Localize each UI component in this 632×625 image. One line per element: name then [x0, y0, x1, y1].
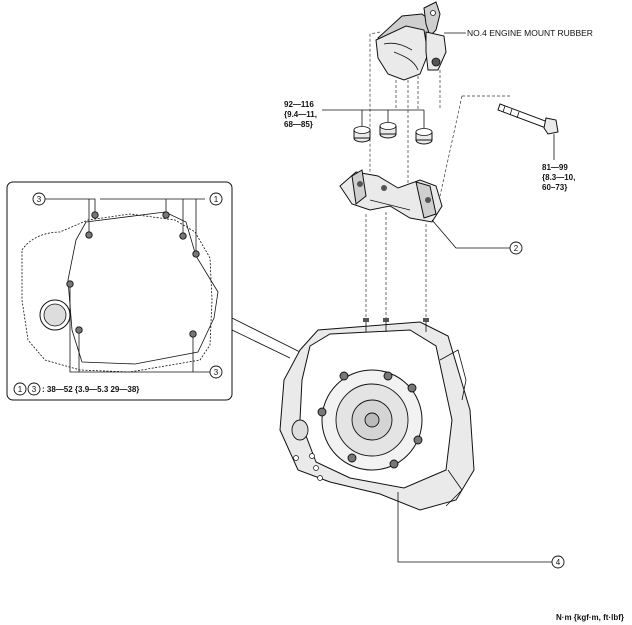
- svg-text:: 38—52 {3.9—5.3 29—38}: : 38—52 {3.9—5.3 29—38}: [42, 385, 139, 394]
- nut-1: [353, 126, 371, 143]
- svg-text:1: 1: [18, 385, 23, 394]
- callout-3-inset-top: 3: [32, 192, 46, 206]
- label-torque-bolt-2: {8.3—10,: [542, 173, 575, 182]
- engine-mount-rubber: [375, 1, 447, 81]
- inset-mating-surface: [67, 211, 219, 365]
- inset-housing-outline: [21, 213, 213, 373]
- svg-text:3: 3: [32, 385, 37, 394]
- mount-nuts: [353, 122, 433, 145]
- transaxle-assembly: [279, 318, 475, 511]
- label-torque-bolt-1: 81—99: [542, 163, 568, 172]
- label-torque-nuts-2: {9.4—11,: [284, 110, 317, 119]
- nut-3: [415, 128, 433, 145]
- nut-2: [379, 122, 397, 139]
- transaxle-mount-bracket: [339, 169, 443, 223]
- inset-torque-legend: 1 3 : 38—52 {3.9—5.3 29—38}: [13, 382, 139, 396]
- svg-text:4: 4: [556, 558, 561, 567]
- label-torque-nuts-3: 68—85}: [284, 120, 313, 129]
- label-torque-nuts-1: 92—116: [284, 100, 314, 109]
- callout-2: 2: [509, 241, 523, 255]
- inset-panel: 3 1 3 1 3 : 38—52 {3.9—5.3 29—38}: [6, 181, 233, 401]
- svg-text:3: 3: [214, 368, 219, 377]
- units-label: N·m {kgf·m, ft·lbf}: [556, 613, 624, 622]
- inset-bolt-holes: [66, 211, 200, 338]
- label-mount-rubber: NO.4 ENGINE MOUNT RUBBER: [467, 28, 593, 38]
- mount-through-bolt: [497, 103, 559, 135]
- inset-opening-inner: [43, 303, 67, 327]
- label-torque-bolt-3: 60–73}: [542, 183, 567, 192]
- svg-text:2: 2: [514, 244, 519, 253]
- callout-3-inset-bottom: 3: [209, 365, 223, 379]
- torque-converter-hub: [364, 412, 380, 428]
- svg-text:1: 1: [214, 195, 219, 204]
- transaxle-flange-bolts: [317, 371, 423, 469]
- callout-4: 4: [551, 555, 565, 569]
- callout-1-inset-top: 1: [209, 192, 223, 206]
- svg-text:3: 3: [37, 195, 42, 204]
